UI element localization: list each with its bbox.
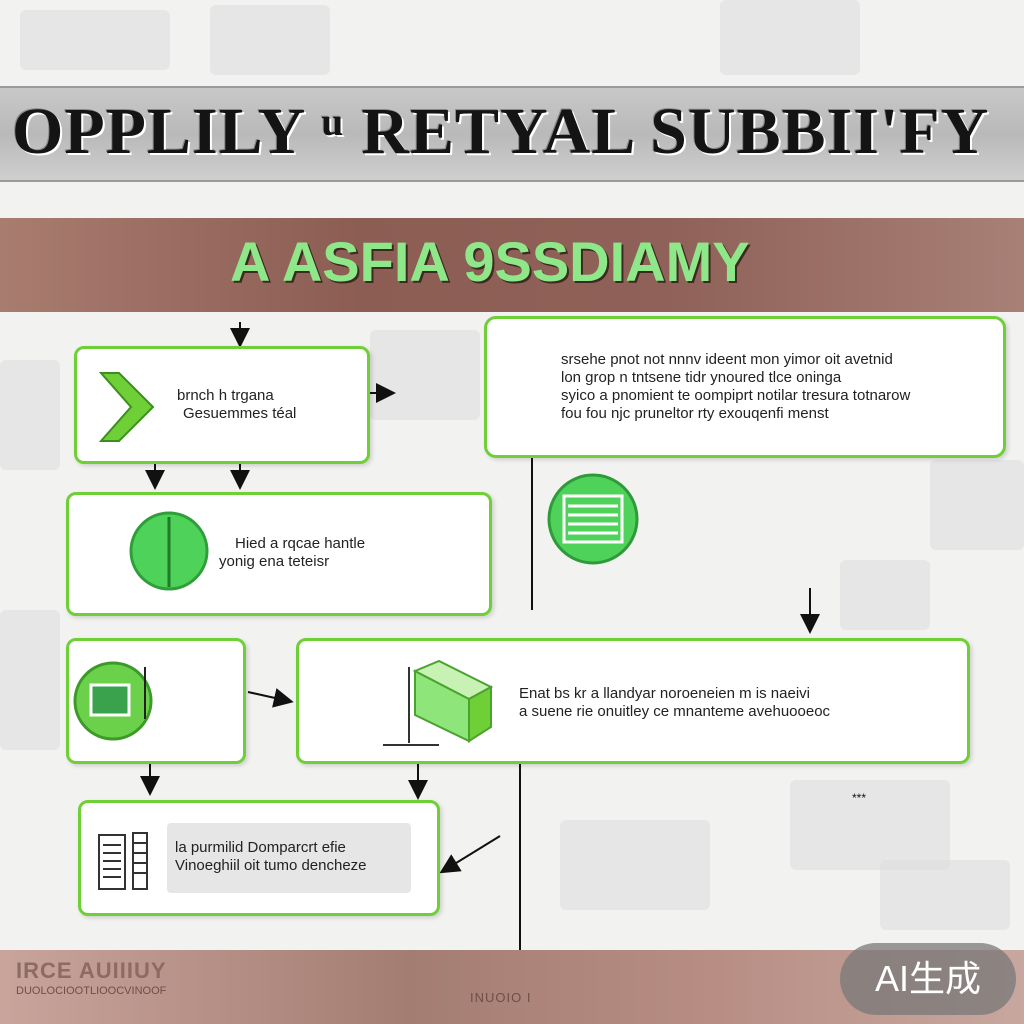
description-line: srsehe pnot not nnnv ideent mon yimor oi…	[561, 351, 893, 368]
ai-generated-badge: AI生成	[840, 943, 1016, 1015]
background-shape	[840, 560, 930, 630]
document-icon	[98, 832, 148, 890]
description-paragraph: srsehe pnot not nnnv ideent mon yimor oi…	[561, 351, 910, 423]
background-shape	[720, 0, 860, 75]
box1-line1: brnch h trgana	[177, 387, 274, 404]
box1-line2: Gesuemmes téal	[183, 405, 297, 422]
box4-inner-panel	[167, 823, 411, 893]
footer-brand-title: IRCE AUIIIUY	[16, 958, 167, 983]
background-shape	[560, 820, 710, 910]
description-line: fou fou njc pruneltor rty exouqenfi mens…	[561, 405, 829, 422]
step-box-3: Enat bs kr a llandyar noroeneien m is na…	[296, 638, 970, 764]
step-box-4: la purmilid Domparcrt efie Vinoeghiil oi…	[78, 800, 440, 916]
box3-line2: a suene rie onuitley ce mnanteme avehuoo…	[519, 703, 831, 720]
footer-brand-subtitle: DUOLOCIOOTLIOOCVINOOF	[16, 985, 167, 997]
background-shape	[0, 360, 60, 470]
page-title: OPPLILY ᵘ RETYAL SUBBII'FY	[12, 95, 990, 168]
small-icon-box	[66, 638, 246, 764]
background-shape	[790, 780, 950, 870]
footer-center-mark: INUOIO I	[470, 990, 532, 1005]
box2-line2: yonig ena teteisr	[219, 553, 330, 570]
open-box-icon	[383, 659, 494, 746]
step-box-1: brnch h trgana Gesuemmes téal	[74, 346, 370, 464]
page-subtitle: A ASFIA 9SSDIAMY	[230, 230, 750, 293]
box4-line2: Vinoeghiil oit tumo dencheze	[175, 857, 367, 874]
background-shape	[20, 10, 170, 70]
green-disc-icon	[73, 661, 153, 741]
box2-line1: Hied a rqcae hantle	[235, 535, 366, 552]
arrow-small-box-to-box3	[247, 688, 294, 708]
box4-line1: la purmilid Domparcrt efie	[175, 839, 346, 856]
description-box: srsehe pnot not nnnv ideent mon yimor oi…	[484, 316, 1006, 458]
background-shape	[210, 5, 330, 75]
chevron-right-icon	[98, 372, 155, 442]
subtitle-band	[0, 218, 1024, 312]
description-line: syico a pnomient te oompiprt notilar tre…	[561, 387, 911, 404]
green-circle-icon	[129, 511, 209, 591]
background-shape	[880, 860, 1010, 930]
document-list-icon	[547, 473, 639, 565]
description-line: lon grop n tntsene tidr ynoured tlce oni…	[561, 369, 842, 386]
arrow-into-box4-side	[439, 835, 501, 874]
asterisk-marks: ***	[852, 791, 866, 805]
title-band	[0, 86, 1024, 182]
box3-line1: Enat bs kr a llandyar noroeneien m is na…	[519, 685, 810, 702]
background-shape	[0, 610, 60, 750]
background-shape	[930, 460, 1024, 550]
background-shape	[370, 330, 480, 420]
step-box-2: Hied a rqcae hantle yonig ena teteisr	[66, 492, 492, 616]
